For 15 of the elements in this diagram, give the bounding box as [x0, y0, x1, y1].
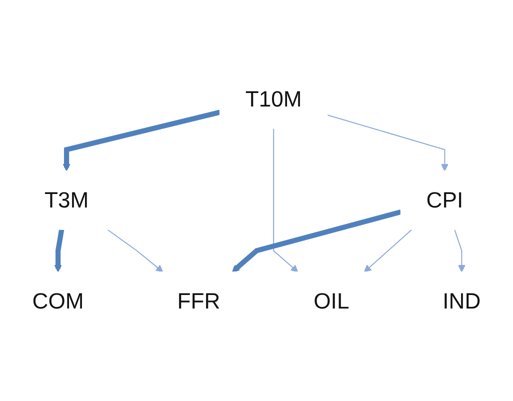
- node-text: FFR: [177, 288, 220, 314]
- arrow: [62, 110, 220, 172]
- node-text: IND: [442, 288, 481, 314]
- arrow: [107, 229, 164, 273]
- arrow: [232, 210, 402, 273]
- arrow: [327, 114, 448, 172]
- node-text: T3M: [44, 187, 89, 213]
- node-text: OIL: [314, 288, 350, 314]
- arrow: [273, 128, 298, 273]
- arrow: [454, 230, 466, 273]
- node-text: CPI: [426, 187, 464, 213]
- node-text: T10M: [245, 86, 302, 112]
- arrow: [54, 229, 64, 273]
- node-text: COM: [32, 288, 84, 314]
- arrow: [364, 229, 412, 273]
